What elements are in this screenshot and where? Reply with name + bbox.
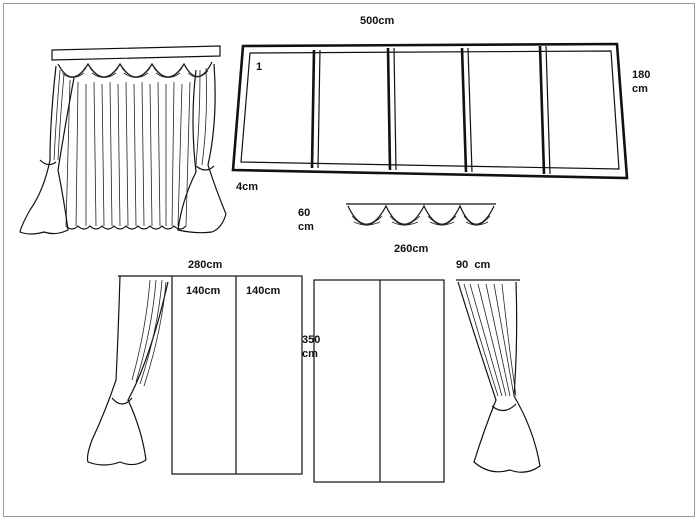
- pane-number-label: 1: [256, 61, 262, 73]
- mullion-2: [386, 47, 392, 171]
- window-outer-frame: [231, 42, 629, 180]
- panel-pair-left: [171, 275, 303, 475]
- right-drape: [177, 63, 227, 234]
- sheer-curtain-pleats: [65, 79, 191, 230]
- window-height-value: 180: [632, 69, 650, 81]
- window-inner-frame: [240, 50, 620, 170]
- panel-total-width-label: 280cm: [188, 259, 222, 271]
- curtain-width-label: 90 cm: [456, 259, 490, 271]
- panel-pair-right: [313, 279, 445, 483]
- panel-half-left-label: 140cm: [186, 285, 220, 297]
- panel-half-right-label: 140cm: [246, 285, 280, 297]
- panel-left-rect: [171, 275, 303, 475]
- tied-drape-left: [86, 275, 172, 466]
- image-border: [3, 3, 695, 517]
- mullion-1: [310, 49, 316, 169]
- mullion-3: [460, 47, 468, 173]
- window-height-unit: cm: [632, 83, 648, 95]
- valance-width-label: 260cm: [394, 243, 428, 255]
- valance-height-unit: cm: [298, 221, 314, 233]
- top-width-label: 500cm: [360, 15, 394, 27]
- valance-height-value: 60: [298, 207, 310, 219]
- curtain-rod: [51, 45, 221, 61]
- panel-height-value: 350: [302, 334, 320, 346]
- window-frame-diagram: [231, 42, 629, 180]
- valance-illustration: [346, 203, 496, 226]
- left-drape: [19, 65, 75, 235]
- curtain-illustration-top-left: [19, 45, 227, 235]
- tied-drape-right: [456, 279, 541, 473]
- mullion-4: [538, 45, 546, 175]
- frame-width-label: 4cm: [236, 181, 258, 193]
- panel-height-unit: cm: [302, 348, 318, 360]
- panel-right-rect: [313, 279, 445, 483]
- valance-swags-top: [57, 61, 213, 78]
